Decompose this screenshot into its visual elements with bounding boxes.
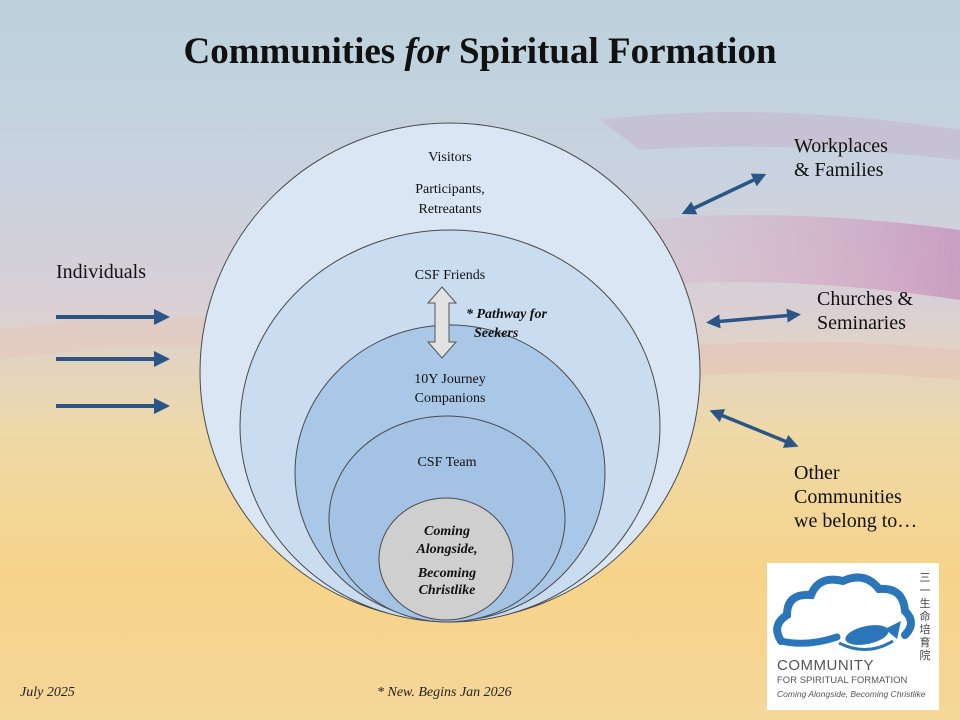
label-visitors: Visitors (428, 150, 472, 165)
logo-line-1: COMMUNITY (777, 657, 874, 674)
label-core-2: Alongside, (415, 542, 477, 557)
pathway-label-1: * Pathway for (466, 307, 547, 322)
workplaces-label-line-1: Workplaces (794, 135, 888, 157)
churches-arrow (706, 308, 801, 329)
churches-label-line-1: Churches & (817, 288, 914, 310)
chinese-char-6: 育 (919, 636, 931, 649)
pathway-label-2: Seekers (474, 326, 519, 341)
label-participants-1: Participants, (415, 182, 485, 197)
label-core-3: Becoming (417, 566, 476, 581)
label-csf-team: CSF Team (417, 455, 476, 470)
logo-tagline: Coming Alongside, Becoming Christlike (777, 689, 926, 699)
footer-note: * New. Begins Jan 2026 (377, 685, 512, 700)
churches-label-line-2: Seminaries (817, 312, 906, 334)
churches-label: Churches & Seminaries (817, 287, 913, 335)
other-communities-line-3: we belong to… (794, 510, 918, 532)
title-part-3: Spiritual Formation (449, 31, 777, 72)
footer-date: July 2025 (20, 685, 75, 700)
workplaces-label-line-2: & Families (794, 159, 884, 181)
label-core-1: Coming (424, 524, 470, 539)
label-participants-2: Retreatants (419, 202, 482, 217)
chinese-name: 三 一 生 命 培 育 院 (917, 571, 933, 662)
logo-line-2: FOR SPIRITUAL FORMATION (777, 675, 908, 686)
other-communities-arrow (709, 409, 799, 448)
label-core-4: Christlike (419, 583, 476, 598)
workplaces-label: Workplaces & Families (794, 134, 888, 182)
chinese-char-4: 命 (919, 610, 931, 623)
title-part-1: Communities (183, 31, 405, 72)
other-communities-line-2: Communities (794, 486, 902, 508)
workplaces-arrow (681, 173, 767, 215)
page-title: Communities for Spiritual Formation (0, 30, 960, 73)
chinese-char-1: 三 (919, 571, 931, 584)
title-part-2: for (404, 31, 450, 72)
pathway-double-arrow (426, 286, 458, 359)
other-communities-label: Other Communities we belong to… (794, 461, 917, 533)
csf-logo: 三 一 生 命 培 育 院 COMMUNITY FOR SPIRITUAL FO… (767, 563, 939, 710)
chinese-char-7: 院 (919, 649, 931, 662)
cloud-fish-icon (773, 573, 915, 651)
circle-core (378, 497, 514, 621)
label-csf-friends: CSF Friends (415, 268, 485, 283)
chinese-char-5: 培 (919, 623, 931, 636)
chinese-char-3: 生 (919, 597, 931, 610)
label-journey-2: Companions (415, 391, 486, 406)
other-communities-line-1: Other (794, 462, 840, 484)
label-journey-1: 10Y Journey (414, 372, 485, 387)
individuals-label: Individuals (56, 261, 146, 283)
chinese-char-2: 一 (919, 584, 931, 597)
